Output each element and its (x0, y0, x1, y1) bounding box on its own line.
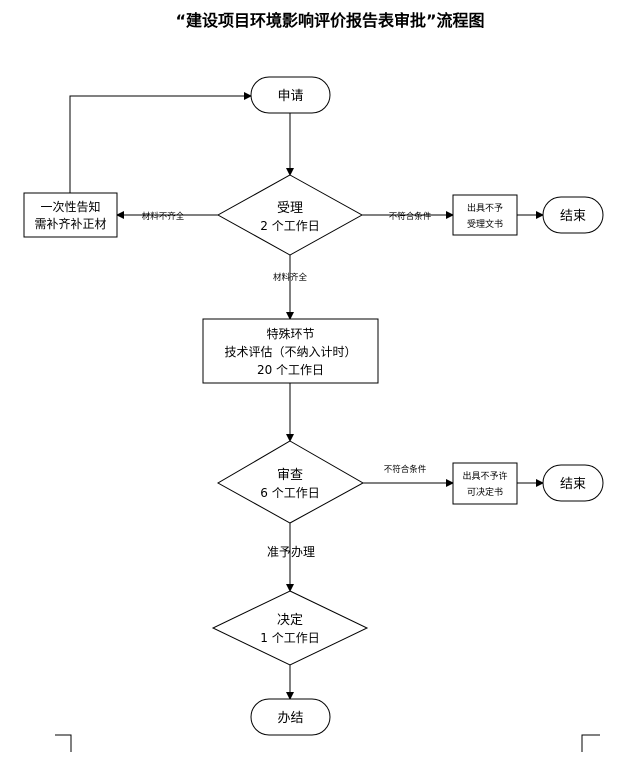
svg-text:审查: 审查 (277, 468, 303, 483)
node-end-1: 结束 (542, 196, 604, 234)
node-end-2: 结束 (542, 464, 604, 502)
edge-label-complete: 材料齐全 (273, 272, 308, 283)
svg-text:2 个工作日: 2 个工作日 (260, 219, 319, 233)
crop-mark-right (581, 734, 600, 752)
edge-label-incomplete: 材料不齐全 (142, 211, 185, 222)
svg-text:1 个工作日: 1 个工作日 (260, 631, 319, 645)
svg-text:结束: 结束 (560, 209, 586, 224)
page-title: “建设项目环境影响评价报告表审批”流程图 (175, 11, 484, 30)
node-reject-permit: 出具不予许 可决定书 (452, 462, 518, 505)
edge-label-not-eligible-2: 不符合条件 (384, 464, 427, 475)
svg-text:受理: 受理 (277, 201, 303, 216)
node-special: 特殊环节 技术评估（不纳入计时） 20 个工作日 (202, 318, 379, 384)
edge-label-not-eligible-1: 不符合条件 (389, 211, 432, 222)
svg-text:出具不予许: 出具不予许 (462, 470, 507, 482)
svg-text:申请: 申请 (277, 89, 303, 104)
node-reject-accept: 出具不予 受理文书 (452, 194, 518, 236)
svg-text:技术评估（不纳入计时）: 技术评估（不纳入计时） (224, 345, 356, 359)
node-apply: 申请 (250, 76, 331, 114)
node-finish: 办结 (250, 698, 331, 736)
node-notify: 一次性告知 需补齐补正材 (23, 192, 118, 238)
svg-text:受理文书: 受理文书 (467, 218, 503, 230)
svg-text:办结: 办结 (277, 711, 303, 726)
svg-text:一次性告知: 一次性告知 (40, 200, 100, 214)
svg-text:特殊环节: 特殊环节 (266, 326, 314, 341)
svg-text:需补齐补正材: 需补齐补正材 (34, 216, 106, 231)
svg-text:可决定书: 可决定书 (467, 486, 503, 498)
crop-mark-left (55, 734, 72, 752)
node-decide: 决定 1 个工作日 (211, 590, 369, 666)
svg-text:结束: 结束 (560, 477, 586, 492)
svg-text:决定: 决定 (277, 613, 303, 628)
svg-text:6 个工作日: 6 个工作日 (260, 486, 319, 500)
svg-text:20 个工作日: 20 个工作日 (257, 363, 324, 377)
svg-text:出具不予: 出具不予 (467, 202, 503, 214)
edge-label-approve: 准予办理 (267, 544, 315, 559)
edge-notify-apply (69, 92, 252, 193)
node-accept: 受理 2 个工作日 (216, 174, 364, 256)
node-review: 审查 6 个工作日 (216, 440, 365, 524)
